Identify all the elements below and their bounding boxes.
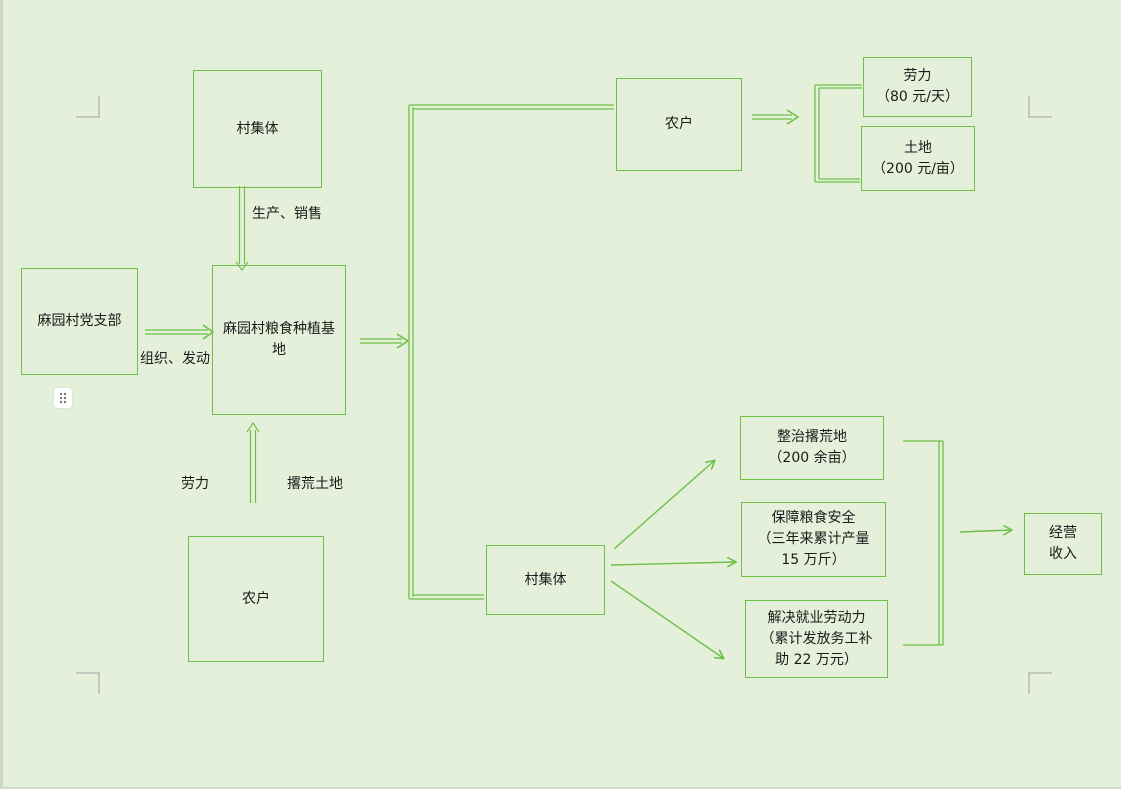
crop-mark-bottom-left bbox=[76, 672, 100, 694]
arrow-farmers-to-resources bbox=[752, 109, 800, 125]
node-village-collective-top: 村集体 bbox=[193, 70, 322, 188]
node-land-reclaim: 整治撂荒地 （200 余亩） bbox=[740, 416, 884, 480]
node-label: 整治撂荒地 （200 余亩） bbox=[768, 429, 856, 466]
label-abandoned-land: 撂荒土地 bbox=[287, 476, 343, 492]
node-employment: 解决就业劳动力 （累计发放务工补 助 22 万元） bbox=[745, 600, 888, 678]
node-label: 劳力 （80 元/天） bbox=[876, 68, 959, 105]
arrow-base-to-bracket bbox=[360, 333, 410, 349]
node-land-price: 土地 （200 元/亩） bbox=[861, 126, 975, 191]
label-production-sales: 生产、销售 bbox=[252, 206, 322, 222]
node-label: 土地 （200 元/亩） bbox=[872, 139, 964, 177]
node-food-security: 保障粮食安全 （三年来累计产量 15 万斤） bbox=[741, 502, 886, 577]
node-label: 农户 bbox=[665, 116, 693, 132]
arrow-collective-to-employment bbox=[610, 580, 723, 658]
arrow-farmers-to-base bbox=[246, 421, 260, 503]
crop-mark-bottom-right bbox=[1028, 672, 1052, 694]
node-farmers-bottom: 农户 bbox=[188, 536, 324, 662]
bracket-resources bbox=[814, 84, 862, 183]
crop-mark-top-right bbox=[1028, 96, 1052, 118]
drag-handle-icon[interactable] bbox=[54, 388, 72, 408]
arrow-collective-to-reclaim bbox=[613, 461, 714, 550]
node-village-collective-bottom: 村集体 bbox=[486, 545, 605, 615]
arrow-collective-to-security bbox=[610, 562, 735, 565]
node-label: 麻园村粮食种植基 地 bbox=[223, 321, 335, 358]
node-label: 农户 bbox=[242, 590, 270, 607]
bracket-main bbox=[408, 104, 614, 600]
label-organize-mobilize: 组织、发动 bbox=[140, 351, 210, 367]
arrow-party-to-base bbox=[145, 324, 215, 340]
bracket-outcomes bbox=[903, 440, 944, 646]
label-labor: 劳力 bbox=[181, 476, 209, 492]
node-labor-price: 劳力 （80 元/天） bbox=[863, 57, 972, 117]
node-label: 麻园村党支部 bbox=[37, 313, 122, 329]
page-left-edge bbox=[0, 0, 3, 789]
drag-dots-icon bbox=[59, 392, 67, 404]
node-income: 经营 收入 bbox=[1024, 513, 1102, 575]
node-label: 村集体 bbox=[524, 571, 567, 588]
node-label: 保障粮食安全 （三年来累计产量 15 万斤） bbox=[757, 510, 870, 568]
crop-mark-top-left bbox=[76, 96, 100, 118]
node-party-branch: 麻园村党支部 bbox=[21, 268, 138, 375]
node-farmers-right: 农户 bbox=[616, 78, 742, 171]
node-grain-base: 麻园村粮食种植基 地 bbox=[212, 265, 346, 415]
arrow-collective-to-base bbox=[235, 186, 249, 271]
node-label: 村集体 bbox=[236, 120, 279, 137]
page-bottom-edge bbox=[0, 787, 1121, 789]
arrow-outcomes-to-income bbox=[959, 530, 1011, 532]
node-label: 经营 收入 bbox=[1049, 525, 1077, 562]
node-label: 解决就业劳动力 （累计发放务工补 助 22 万元） bbox=[760, 609, 873, 668]
